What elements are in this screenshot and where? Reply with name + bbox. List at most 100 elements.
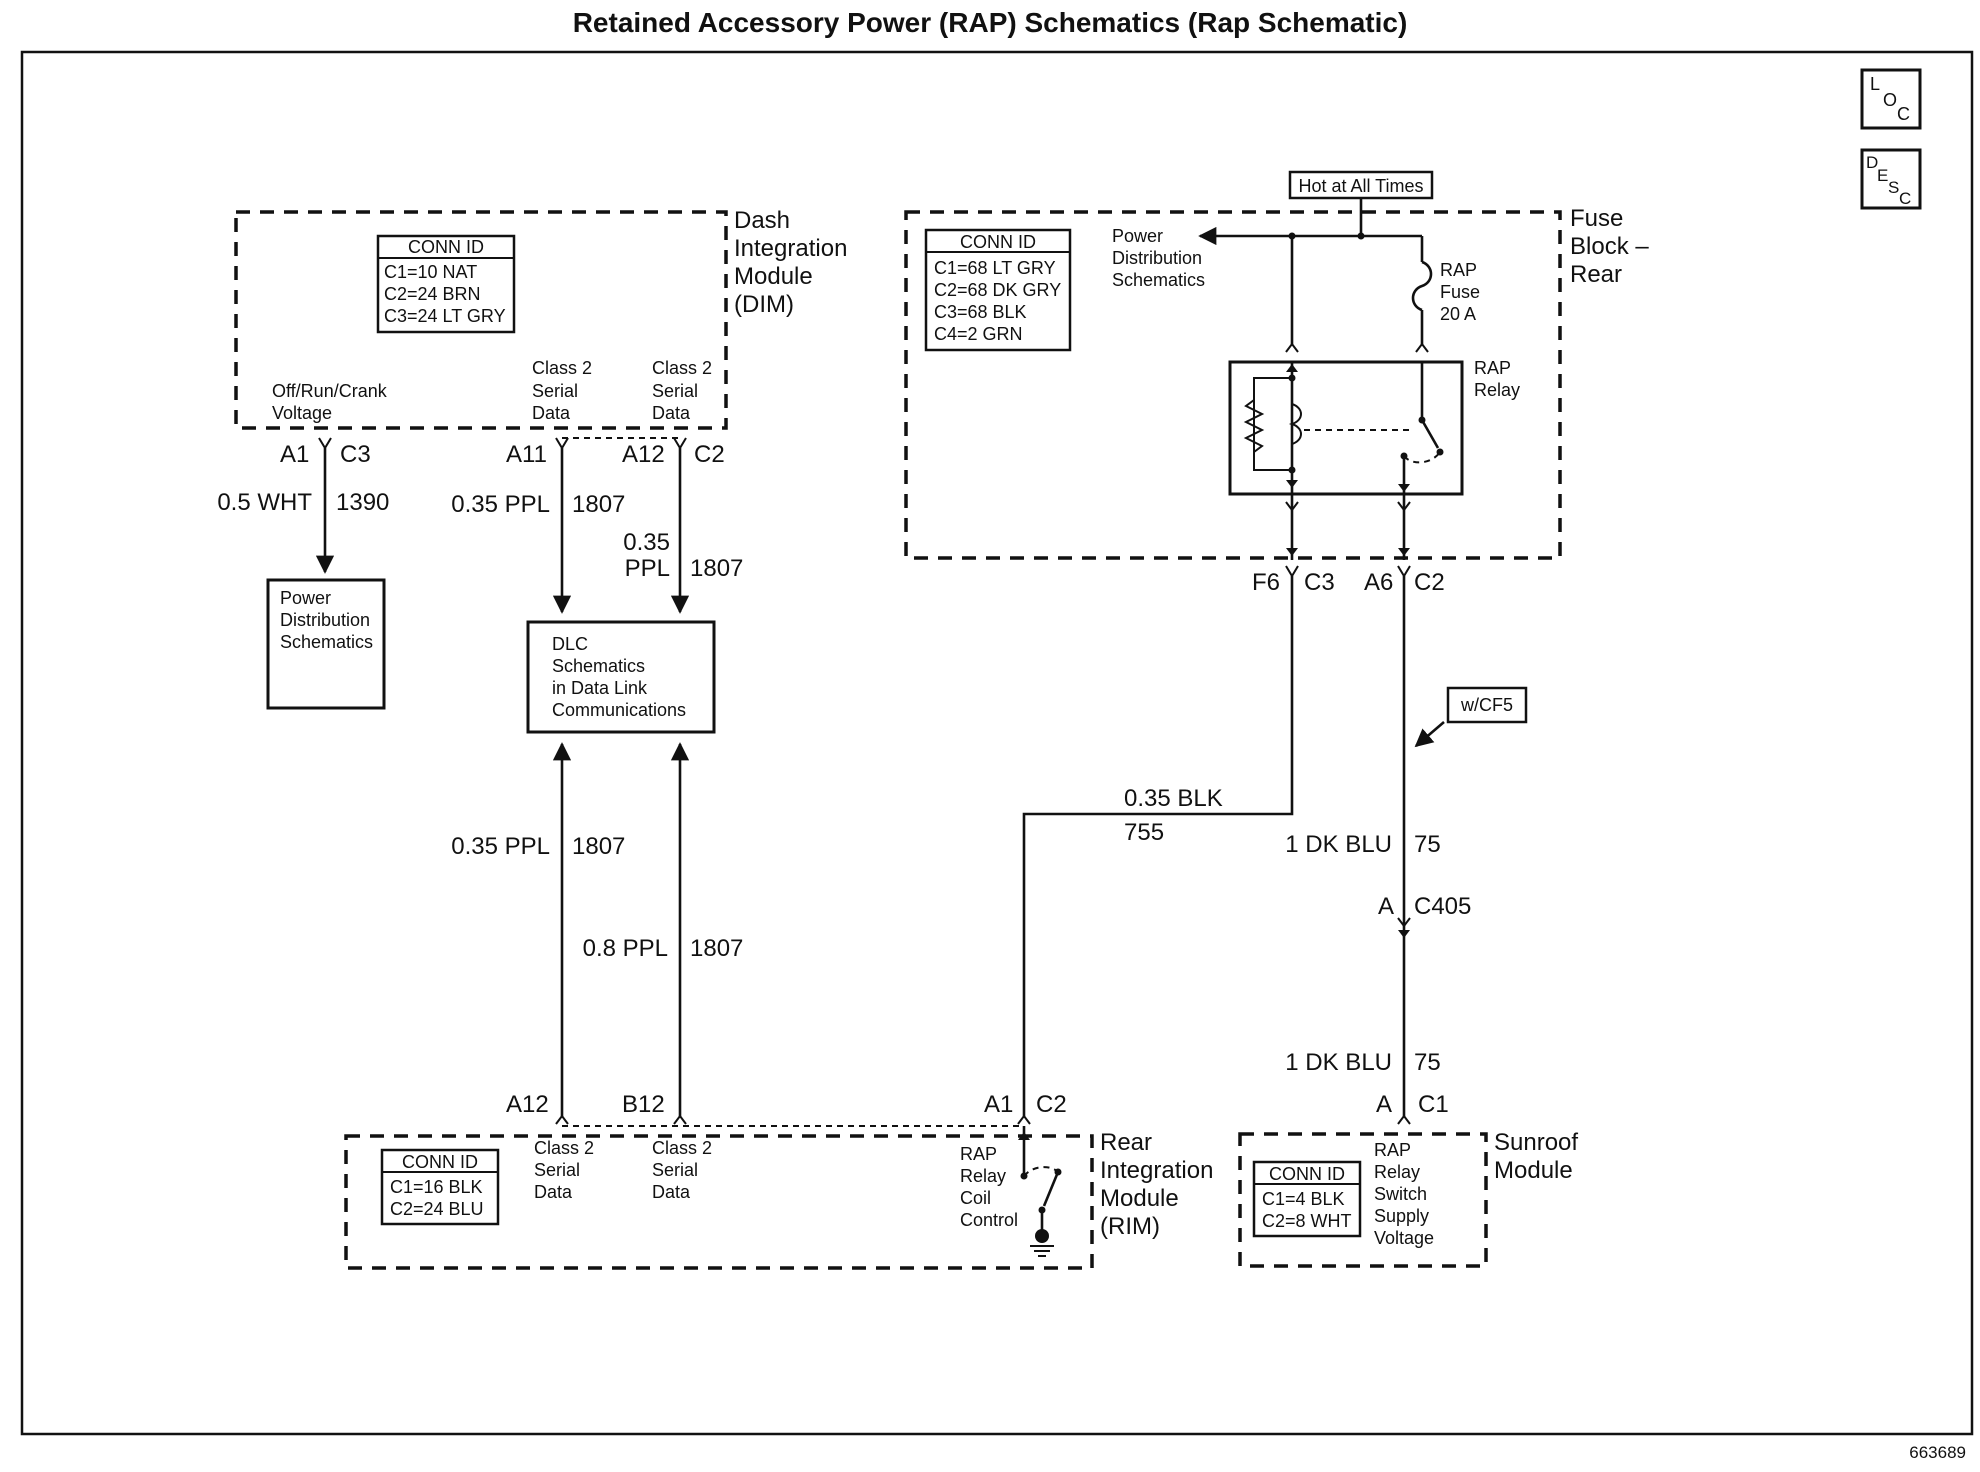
dlc-box[interactable]: DLC Schematics in Data Link Communicatio… <box>526 620 716 734</box>
wire-label-0-35-ppl-b: 0.35 PPL 1807 <box>623 529 743 582</box>
svg-text:0.35: 0.35 <box>623 529 670 556</box>
sunroof-conn-id-table: CONN ID C1=4 BLK C2=8 WHT <box>1252 1160 1362 1238</box>
svg-text:in Data Link: in Data Link <box>552 678 648 698</box>
svg-text:F6: F6 <box>1252 569 1280 596</box>
fuse-block-terminal-a6-c2: A6 C2 <box>1364 565 1445 596</box>
svg-text:Power: Power <box>1112 226 1163 246</box>
rim-pin-label-serial-1: Class 2 Serial Data <box>534 1138 594 1202</box>
svg-text:Block –: Block – <box>1570 233 1649 260</box>
svg-text:C1=16 BLK: C1=16 BLK <box>390 1177 483 1197</box>
svg-text:Data: Data <box>532 403 571 423</box>
dim-pin-label-serial-2: Class 2 Serial Data <box>652 358 712 423</box>
svg-text:Off/Run/Crank: Off/Run/Crank <box>272 381 388 401</box>
svg-text:C1: C1 <box>1418 1091 1449 1118</box>
svg-text:A: A <box>1378 893 1394 920</box>
svg-text:E: E <box>1877 166 1888 185</box>
wire-label-1-dk-blu-a: 1 DK BLU 75 <box>1285 831 1440 858</box>
svg-text:C2=24 BRN: C2=24 BRN <box>384 284 481 304</box>
svg-text:RAP: RAP <box>1474 358 1511 378</box>
svg-text:Schematics: Schematics <box>552 656 645 676</box>
svg-text:C1=68 LT GRY: C1=68 LT GRY <box>934 258 1056 278</box>
svg-text:C: C <box>1899 189 1911 208</box>
option-pointer-arrow <box>1414 721 1445 748</box>
wire-label-0-5-wht: 0.5 WHT 1390 <box>217 489 389 516</box>
svg-text:A1: A1 <box>984 1091 1013 1118</box>
svg-text:L: L <box>1870 74 1880 94</box>
wire-label-0-35-ppl-a: 0.35 PPL 1807 <box>451 491 625 518</box>
rap-fuse-label: RAP Fuse 20 A <box>1440 260 1480 324</box>
svg-text:C2=68 DK GRY: C2=68 DK GRY <box>934 280 1061 300</box>
svg-text:Serial: Serial <box>532 381 578 401</box>
svg-text:Voltage: Voltage <box>272 403 332 423</box>
svg-text:Serial: Serial <box>652 1160 698 1180</box>
svg-text:Serial: Serial <box>652 381 698 401</box>
svg-text:Fuse: Fuse <box>1570 205 1623 232</box>
svg-text:DLC: DLC <box>552 634 588 654</box>
svg-text:Class 2: Class 2 <box>652 358 712 378</box>
svg-text:1807: 1807 <box>572 833 625 860</box>
fuse-block-rear: Fuse Block – Rear <box>904 205 1649 560</box>
svg-text:C2: C2 <box>1414 569 1445 596</box>
svg-text:0.8 PPL: 0.8 PPL <box>583 935 668 962</box>
svg-text:Distribution: Distribution <box>1112 248 1202 268</box>
svg-text:C1=4 BLK: C1=4 BLK <box>1262 1189 1345 1209</box>
svg-text:A11: A11 <box>506 441 547 468</box>
ground-icon <box>1030 1245 1054 1257</box>
svg-text:Data: Data <box>652 1182 691 1202</box>
svg-text:75: 75 <box>1414 1049 1441 1076</box>
wire-label-0-8-ppl: 0.8 PPL 1807 <box>583 935 744 962</box>
svg-text:C2: C2 <box>1036 1091 1067 1118</box>
svg-text:Coil: Coil <box>960 1188 991 1208</box>
svg-text:Supply: Supply <box>1374 1206 1429 1226</box>
svg-text:Schematics: Schematics <box>1112 270 1205 290</box>
svg-text:Voltage: Voltage <box>1374 1228 1434 1248</box>
relay-switch-icon <box>1420 419 1440 449</box>
svg-text:1390: 1390 <box>336 489 389 516</box>
svg-text:C: C <box>1897 104 1910 124</box>
svg-text:A12: A12 <box>506 1091 549 1118</box>
svg-text:C3=68 BLK: C3=68 BLK <box>934 302 1027 322</box>
rim-module: Rear Integration Module (RIM) <box>344 1129 1213 1270</box>
svg-text:C2=8 WHT: C2=8 WHT <box>1262 1211 1352 1231</box>
svg-text:0.5 WHT: 0.5 WHT <box>217 489 312 516</box>
rap-relay: RAP Relay <box>1228 358 1520 496</box>
svg-text:Control: Control <box>960 1210 1018 1230</box>
svg-text:0.35 BLK: 0.35 BLK <box>1124 785 1223 812</box>
rim-terminal-a12: A12 <box>506 1091 569 1125</box>
sunroof-pin-label: RAP Relay Switch Supply Voltage <box>1374 1140 1434 1248</box>
relay-coil-icon <box>1288 403 1302 445</box>
outer-frame <box>20 50 1974 1436</box>
svg-text:Rear: Rear <box>1570 261 1622 288</box>
svg-text:B12: B12 <box>622 1091 665 1118</box>
dim-terminal-a11: A11 <box>506 437 569 468</box>
fuse-block-power-distribution-ref[interactable]: Power Distribution Schematics <box>1112 226 1205 290</box>
rim-terminal-a1-c2: A1 C2 <box>984 1091 1067 1125</box>
svg-text:Serial: Serial <box>534 1160 580 1180</box>
dim-pin-label-voltage: Off/Run/Crank Voltage <box>272 381 388 423</box>
svg-text:C405: C405 <box>1414 893 1471 920</box>
svg-text:CONN ID: CONN ID <box>402 1152 478 1172</box>
svg-text:Relay: Relay <box>1374 1162 1420 1182</box>
rap-fuse-icon <box>1411 260 1433 312</box>
svg-text:75: 75 <box>1414 831 1441 858</box>
svg-text:Integration: Integration <box>734 235 847 262</box>
desc-icon[interactable]: D E S C <box>1860 148 1922 210</box>
power-distribution-box[interactable]: Power Distribution Schematics <box>266 578 386 710</box>
svg-text:Sunroof: Sunroof <box>1494 1129 1578 1156</box>
svg-text:Integration: Integration <box>1100 1157 1213 1184</box>
svg-text:20 A: 20 A <box>1440 304 1476 324</box>
svg-text:Relay: Relay <box>960 1166 1006 1186</box>
svg-text:1807: 1807 <box>690 555 743 582</box>
dim-module: Dash Integration Module (DIM) <box>234 207 847 430</box>
svg-text:(RIM): (RIM) <box>1100 1213 1160 1240</box>
svg-text:D: D <box>1866 153 1878 172</box>
svg-text:1807: 1807 <box>572 491 625 518</box>
loc-icon[interactable]: L O C <box>1860 68 1922 130</box>
svg-text:Dash: Dash <box>734 207 790 234</box>
svg-text:Class 2: Class 2 <box>534 1138 594 1158</box>
svg-text:C2: C2 <box>694 441 725 468</box>
svg-text:Data: Data <box>652 403 691 423</box>
svg-text:PPL: PPL <box>625 555 670 582</box>
svg-text:1 DK BLU: 1 DK BLU <box>1285 1049 1392 1076</box>
svg-text:C1=10 NAT: C1=10 NAT <box>384 262 477 282</box>
